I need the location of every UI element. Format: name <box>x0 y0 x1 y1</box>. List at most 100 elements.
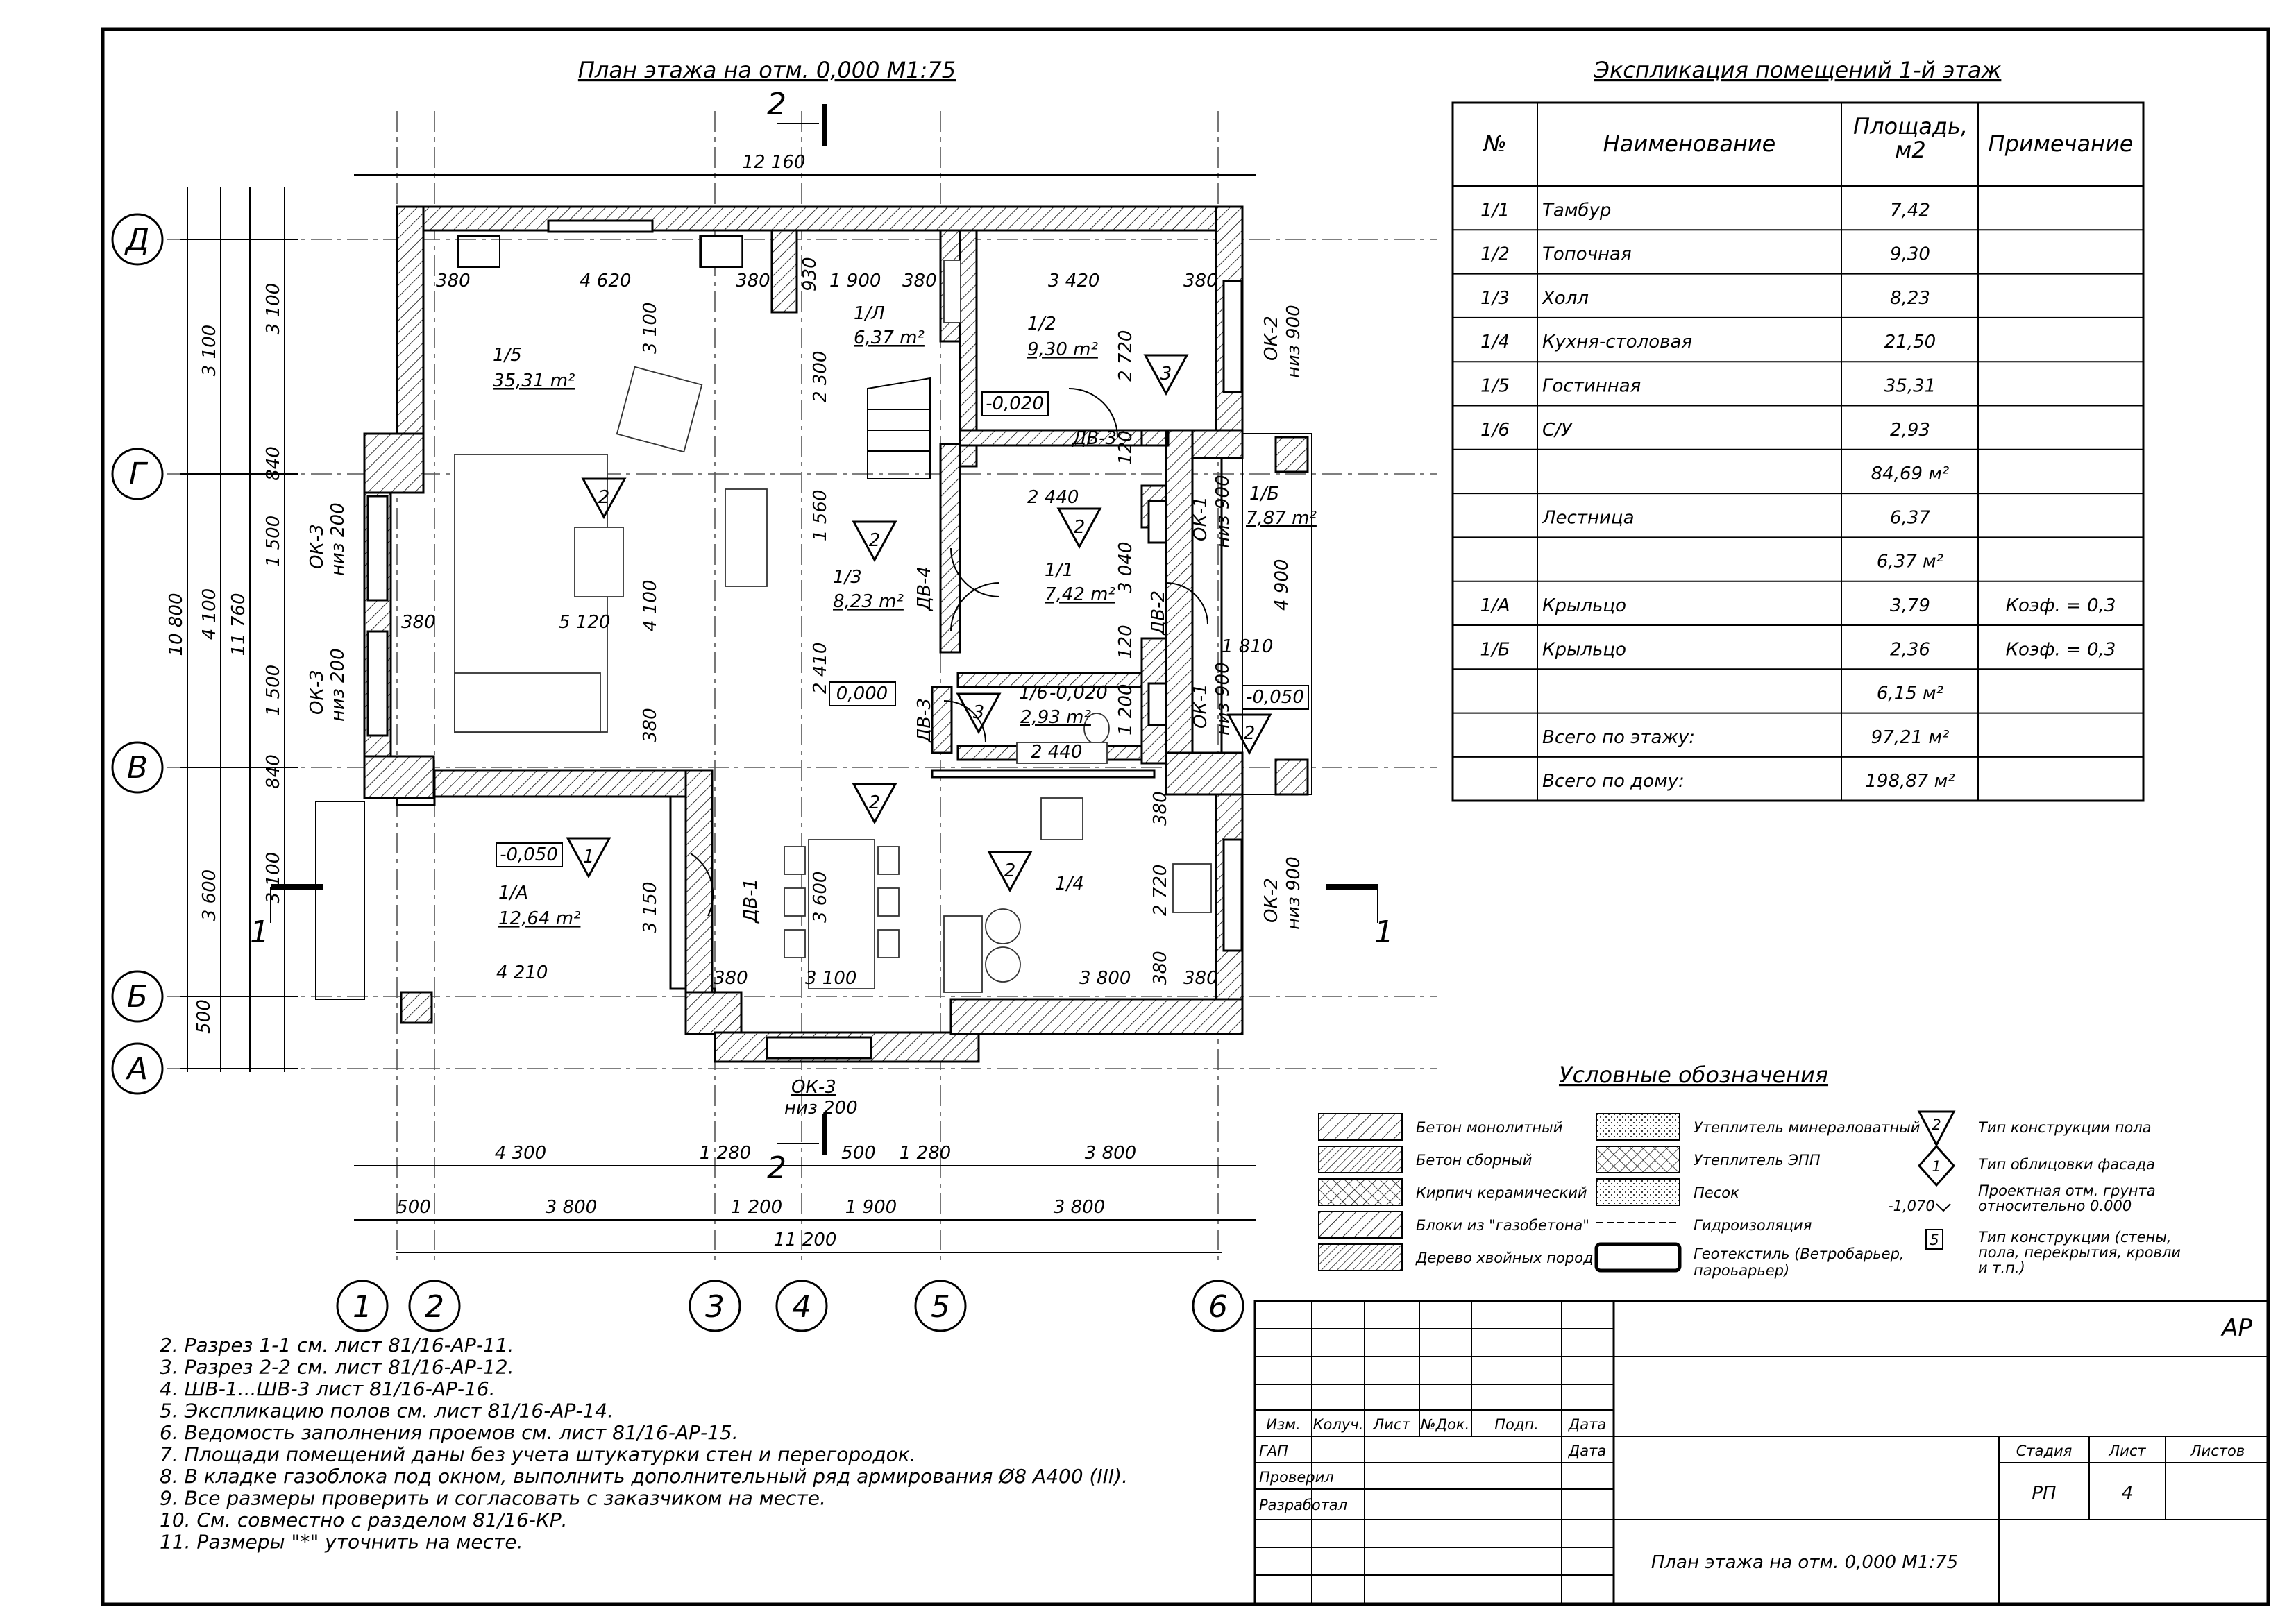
legend-swatch-eps <box>1596 1146 1680 1173</box>
explication-header-area: Площадь, м2 <box>1853 114 1968 163</box>
room-1-6-code: 1/6 <box>1019 683 1048 704</box>
explication-cell-4-0: 1/5 <box>1480 376 1510 397</box>
dim-left-c-0: 3 100 <box>263 283 284 334</box>
door-labels: ДВ-3 ДВ-4 ДВ-2 ДВ-3 ДВ-1 <box>741 428 1169 924</box>
legend-col1-1: Бетон сборный <box>1416 1152 1532 1169</box>
room-1-2-area: 9,30 m² <box>1027 339 1098 360</box>
axis-label-B: Б <box>127 979 148 1014</box>
door-label-dv3: ДВ-3 <box>1072 428 1117 449</box>
door-label-dv4: ДВ-4 <box>914 566 935 611</box>
door-label-dv2: ДВ-2 <box>1148 590 1169 636</box>
explication-header-name: Наименование <box>1603 130 1776 157</box>
explication-cell-0-1: Тамбур <box>1542 200 1611 221</box>
window-ok1-upper-sill: низ 900 <box>1213 475 1233 548</box>
dining-table <box>808 839 875 989</box>
general-notes: 2. Разрез 1-1 см. лист 81/16-АР-11.3. Ра… <box>160 1334 1128 1554</box>
room-1-3-area: 8,23 m² <box>833 591 904 612</box>
axis-label-G: Г <box>129 457 149 492</box>
dim-bottom-2-4: 3 800 <box>1054 1197 1105 1218</box>
legend-type-icon <box>1925 1229 1943 1250</box>
explication-cell-1-0: 1/2 <box>1480 244 1510 265</box>
dim-i-20: 120 <box>1115 624 1136 659</box>
explication-cell-9-1: Крыльцо <box>1542 595 1626 616</box>
title-block <box>1253 1300 2270 1606</box>
explication-cell-5-0: 1/6 <box>1480 420 1510 441</box>
sink <box>1172 863 1212 913</box>
note-line-8: 10. См. совместно с разделом 81/16-КР. <box>160 1509 568 1531</box>
porch-1a-steps <box>315 801 365 1000</box>
dim-left-a-2: 3 600 <box>199 869 220 921</box>
dim-bottom-1-1: 1 280 <box>700 1143 751 1164</box>
axis-label-6: 6 <box>1208 1289 1228 1325</box>
armchair <box>616 366 703 453</box>
axis-markers-vertical: 1 2 3 4 5 6 <box>336 1280 1244 1332</box>
dim-i-26: 3 600 <box>810 872 831 923</box>
dim-i-30: 3 100 <box>805 968 856 989</box>
legend-col3-0: Тип конструкции пола <box>1978 1119 2152 1136</box>
section-2-bottom: 2 <box>767 1150 786 1186</box>
door-label-dv3b: ДВ-3 <box>914 698 935 743</box>
note-line-0: 2. Разрез 1-1 см. лист 81/16-АР-11. <box>160 1334 514 1357</box>
explication-header-area-wrap: Площадь, м2 <box>1853 114 1968 163</box>
furniture <box>454 235 1212 993</box>
room-1-5-area: 35,31 m² <box>493 371 575 391</box>
legend-col2-3: Гидроизоляция <box>1694 1217 1812 1234</box>
legend-swatch-brick <box>1318 1178 1403 1206</box>
staircase <box>867 377 931 479</box>
title-block-code: АР <box>2220 1314 2252 1342</box>
floor-type-7: 2 <box>1244 723 1256 744</box>
explication-cell-3-0: 1/4 <box>1480 332 1510 352</box>
top-dim-value: 12 160 <box>743 152 806 173</box>
legend-facade-type-icon <box>1917 1144 1956 1187</box>
explication-cell-1-1: Топочная <box>1542 244 1632 265</box>
level-marks: -0,020 0,000 -0,020 -0,050 -0,050 <box>496 391 1309 867</box>
explication-cell-0-2: 7,42 <box>1890 200 1930 221</box>
section-1-right: 1 <box>1374 915 1394 950</box>
explication-cell-4-2: 35,31 <box>1884 376 1936 397</box>
legend-swatch-geotextile <box>1594 1242 1682 1273</box>
window-ok3-upper: ОК-3 <box>307 524 328 569</box>
legend-col3-3: Тип конструкции (стены, пола, перекрытия… <box>1978 1230 2181 1276</box>
tb-role-gap: ГАП <box>1259 1443 1288 1459</box>
dim-i-4: 1 900 <box>829 271 881 291</box>
explication-cell-10-2: 2,36 <box>1890 639 1930 660</box>
dim-bottom-1-2: 500 <box>841 1143 876 1164</box>
explication-title: Экспликация помещений 1-й этаж <box>1594 57 2002 83</box>
tb-sheet-value: 4 <box>2122 1483 2134 1504</box>
room-1-3-code: 1/3 <box>833 567 862 588</box>
explication-cell-1-2: 9,30 <box>1890 244 1930 265</box>
explication-cell-11-2: 6,15 м² <box>1877 683 1943 704</box>
legend-swatch-concrete-mono <box>1318 1113 1403 1141</box>
legend-swatch-wood <box>1318 1243 1403 1271</box>
room-1-B-area: 7,87 m² <box>1246 508 1317 529</box>
dim-i-19: 2 410 <box>810 643 831 694</box>
legend-swatch-sand <box>1596 1178 1680 1206</box>
explication-cell-9-0: 1/А <box>1480 595 1510 616</box>
legend-col2-0: Утеплитель минераловатный <box>1694 1119 1920 1136</box>
axis-markers-horizontal: Д Г В Б А <box>111 213 164 1095</box>
explication-cell-8-2: 6,37 м² <box>1877 552 1943 572</box>
explication-cell-10-1: Крыльцо <box>1542 639 1626 660</box>
dim-i-28: 4 210 <box>496 962 548 983</box>
sheet-border <box>101 27 2270 1606</box>
legend-col3-2: Проектная отм. грунта относительно 0.000 <box>1978 1183 2156 1214</box>
dim-i-24: 380 <box>640 708 661 742</box>
dim-i-22: 1 200 <box>1115 684 1136 736</box>
level-porch-a: -0,050 <box>500 844 558 865</box>
room-1-L-code: 1/Л <box>854 303 885 324</box>
plan-title: План этажа на отм. 0,000 М1:75 <box>578 57 956 83</box>
tb-date-label: Дата <box>1568 1443 1606 1459</box>
dim-left-c-3: 1 500 <box>263 665 284 716</box>
tb-sheets-header: Листов <box>2190 1443 2245 1459</box>
room-1-A-area: 12,64 m² <box>498 908 580 929</box>
legend-col1: Бетон монолитный Бетон сборный Кирпич ке… <box>1318 1113 1593 1271</box>
explication-cell-0-0: 1/1 <box>1480 200 1510 221</box>
inner-dimensions: 380 4 620 380 930 1 900 380 3 420 380 3 … <box>401 257 1292 989</box>
legend-swatch-mineral-wool <box>1596 1113 1680 1141</box>
axis-label-2: 2 <box>425 1289 444 1325</box>
legend-col3: 2 1 -1,070 5 Тип конструкции пола Тип об… <box>1888 1110 2181 1276</box>
explication-cell-13-2: 198,87 м² <box>1865 771 1955 792</box>
note-line-9: 11. Размеры "*" уточнить на месте. <box>160 1531 523 1554</box>
window-ok3-lower-sill: низ 200 <box>328 648 348 722</box>
floor-type-0: 2 <box>598 487 610 508</box>
